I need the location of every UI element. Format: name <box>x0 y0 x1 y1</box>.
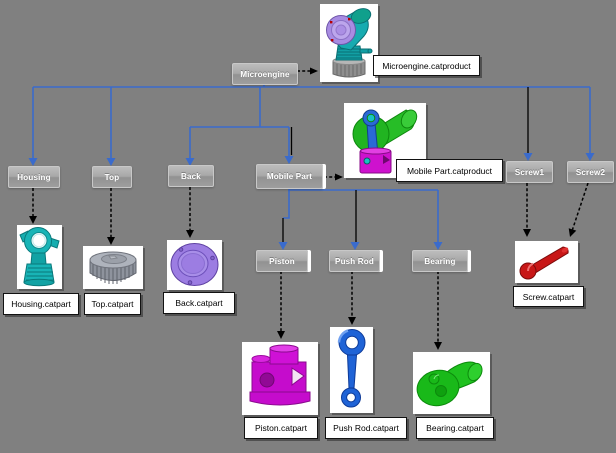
file-label-top: Top.catpart <box>84 293 141 315</box>
microengine-part-image <box>320 4 378 82</box>
file-label-push-rod: Push Rod.catpart <box>325 417 407 439</box>
top-part-image <box>83 246 143 289</box>
node-bearing: Bearing <box>412 250 468 272</box>
file-label-microengine: Microengine.catproduct <box>373 55 480 76</box>
node-screw2: Screw2 <box>567 161 614 183</box>
dashed-arrow-lines <box>32 70 589 342</box>
connector-piston-drop-upper <box>283 190 290 219</box>
node-piston: Piston <box>256 250 308 272</box>
housing-part-image <box>17 225 62 289</box>
piston-part-image <box>242 342 318 415</box>
file-label-screw: Screw.catpart <box>513 286 584 307</box>
blue-connector-group <box>32 83 591 242</box>
node-back: Back <box>168 165 214 187</box>
node-mobile-part: Mobile Part <box>256 164 323 189</box>
dashed-arrowheads <box>29 67 577 350</box>
dashed-screw2 <box>571 182 589 230</box>
bearing-part-image <box>413 352 490 414</box>
file-label-mobile-part: Mobile Part.catproduct <box>396 159 503 182</box>
file-label-piston: Piston.catpart <box>244 417 318 439</box>
file-label-housing: Housing.catpart <box>3 293 79 315</box>
node-housing: Housing <box>8 166 60 188</box>
file-label-bearing: Bearing.catpart <box>416 417 494 439</box>
node-screw1: Screw1 <box>506 161 553 183</box>
file-label-back: Back.catpart <box>163 292 235 314</box>
node-push-rod: Push Rod <box>329 250 380 272</box>
back-part-image <box>167 240 222 290</box>
blue-arrowheads <box>28 153 595 250</box>
node-top: Top <box>92 166 132 188</box>
node-microengine: Microengine <box>232 63 298 85</box>
push-rod-part-image <box>330 327 373 413</box>
screw-part-image <box>515 241 578 283</box>
black-connector-group <box>282 87 529 242</box>
